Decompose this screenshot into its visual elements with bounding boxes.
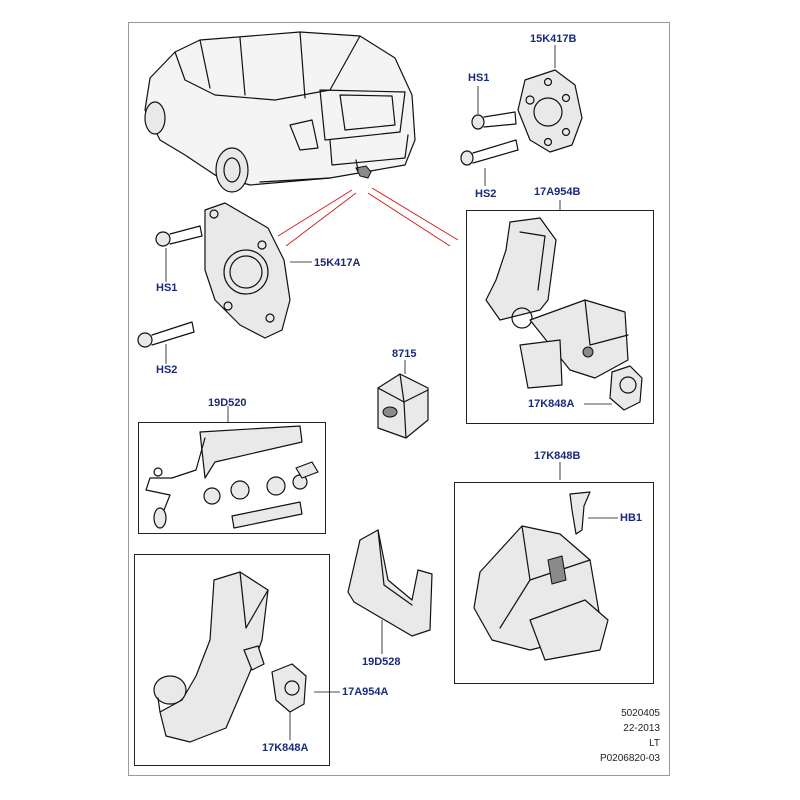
assembly-17K848B — [473, 462, 618, 661]
diagram-frame — [128, 22, 670, 776]
label-15K417B: 15K417B — [530, 33, 577, 45]
box-17K848B — [454, 482, 654, 684]
box-17A954B — [466, 210, 654, 424]
label-hs1-left: HS1 — [156, 282, 178, 294]
tow-hook-17A954A — [153, 571, 340, 743]
label-19D528: 19D528 — [362, 656, 401, 668]
box-17A954A — [134, 554, 330, 766]
flange-15K417A — [204, 202, 312, 339]
bolt-hs2-left — [137, 321, 195, 364]
label-17A954B: 17A954B — [534, 186, 581, 198]
label-hs1-top: HS1 — [468, 72, 490, 84]
vehicle-illustration — [144, 31, 416, 193]
meta-line-2: 22-2013 — [623, 723, 660, 734]
bolt-hs2-top — [460, 139, 519, 186]
socket-8715 — [377, 360, 429, 439]
bracket-19D528 — [347, 529, 433, 654]
label-8715: 8715 — [392, 348, 417, 360]
label-17K848B: 17K848B — [534, 450, 581, 462]
meta-line-3: LT — [649, 738, 660, 749]
label-hs2-top: HS2 — [475, 188, 497, 200]
label-hs2-left: HS2 — [156, 364, 178, 376]
box-19D520 — [138, 422, 326, 534]
kit-19D520 — [145, 406, 319, 529]
label-17K848A-lower: 17K848A — [262, 742, 309, 754]
flange-15K417B — [517, 45, 583, 153]
bolt-hs1-left — [155, 225, 203, 282]
label-17A954A: 17A954A — [342, 686, 389, 698]
label-hb1: HB1 — [620, 512, 643, 524]
tow-bar-17A954B — [485, 200, 643, 411]
label-17K848A-upper: 17K848A — [528, 398, 575, 410]
label-15K417A: 15K417A — [314, 257, 361, 269]
callout-lines — [277, 187, 459, 247]
label-19D520: 19D520 — [208, 397, 247, 409]
meta-line-4: P0206820-03 — [599, 753, 660, 764]
bolt-hs1-top — [471, 86, 517, 130]
meta-line-1: 5020405 — [621, 708, 660, 719]
